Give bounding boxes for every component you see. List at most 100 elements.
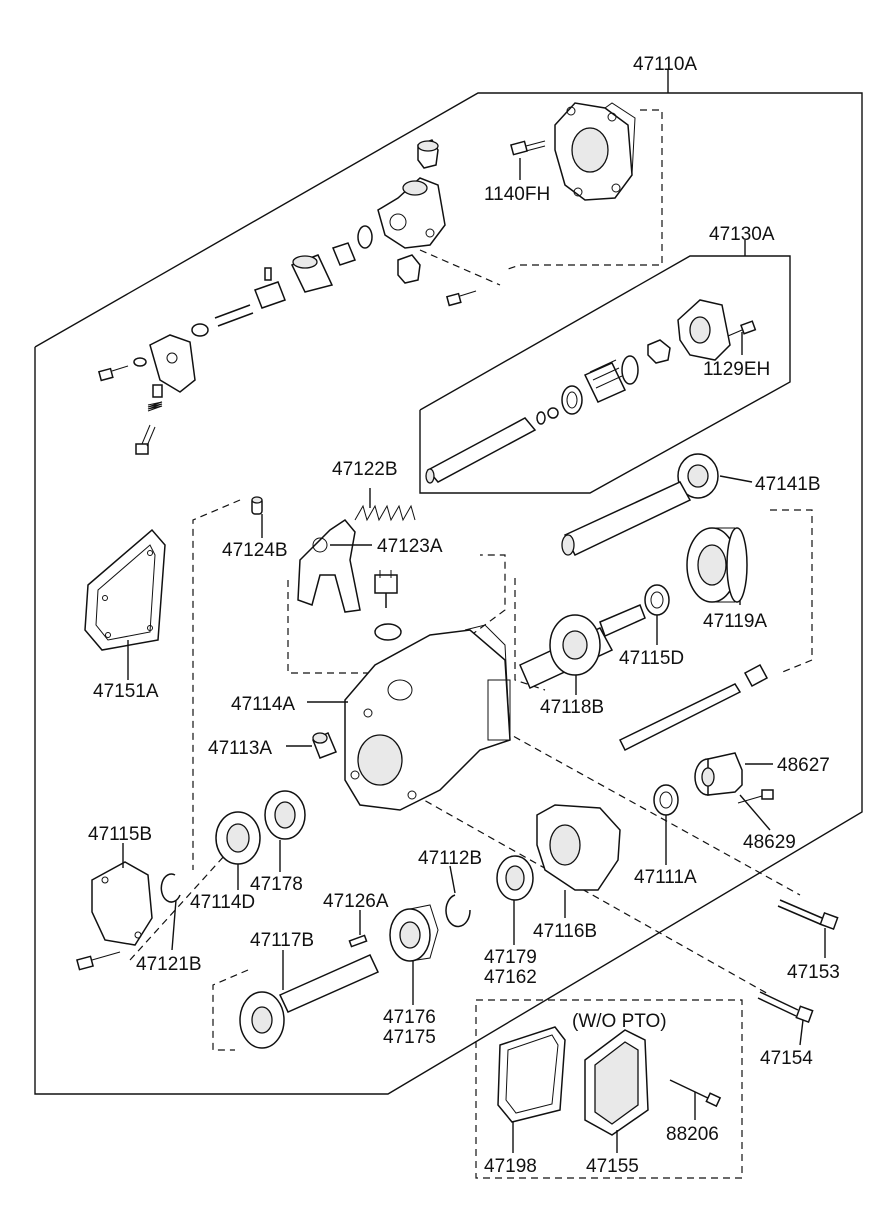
subassembly-frame-47130A	[419, 255, 791, 494]
snap-ring-47112B-icon	[445, 894, 471, 928]
small-bolt-icon	[445, 290, 477, 307]
gear-47141B-icon	[677, 453, 719, 499]
dashed-group-left	[192, 499, 241, 870]
main-shaft-icon	[561, 481, 692, 556]
needle-bearing-47115D-icon	[644, 584, 670, 616]
output-shaft-47117B-icon	[239, 954, 380, 1049]
detent-spring-icon	[147, 384, 163, 412]
shaft-clip-icon	[536, 411, 546, 425]
dashed-group-shaft	[514, 578, 546, 691]
cover-plate-47155-icon	[584, 1029, 649, 1136]
label-47114D: 47114D	[190, 892, 255, 913]
bolt-88206-icon	[669, 1079, 722, 1108]
bolt-1140FH-icon	[510, 140, 546, 156]
valve-body-icon	[377, 177, 446, 249]
label-47115B: 47115B	[88, 824, 152, 845]
label-47179: 47179	[484, 947, 537, 968]
cylinder-sleeve-icon	[290, 254, 334, 293]
label-47111A: 47111A	[634, 867, 697, 888]
shift-rod-icon	[618, 683, 742, 752]
label-47162: 47162	[484, 967, 537, 988]
label-47178: 47178	[250, 874, 303, 895]
seal-ring-icon	[621, 355, 639, 385]
label-47115D: 47115D	[619, 648, 684, 669]
shift-fork-47123A-icon	[297, 519, 361, 613]
gear-shaft-47118B-icon	[519, 604, 646, 690]
label-47155: 47155	[586, 1156, 639, 1177]
centerline-bolt-47154	[414, 794, 771, 996]
nut-icon	[647, 339, 671, 364]
label-without-pto: (W/O PTO)	[572, 1011, 667, 1032]
bearing-47114D-icon	[215, 811, 261, 865]
top-cover-housing-icon	[554, 102, 636, 201]
shift-lever-bracket-icon	[149, 334, 196, 393]
cylinder-cover-icon	[677, 299, 731, 361]
bolt-1129EH-icon	[727, 320, 757, 337]
label-47154: 47154	[760, 1048, 813, 1069]
label-47122B: 47122B	[332, 459, 398, 480]
label-47119A: 47119A	[703, 611, 767, 632]
coupling-sleeve-47119A-icon	[686, 527, 748, 603]
label-47175: 47175	[383, 1027, 436, 1048]
label-47113A: 47113A	[208, 738, 272, 759]
seal-47111A-icon	[653, 784, 679, 816]
seal-washer-icon	[374, 623, 402, 641]
bearing-47178-icon	[264, 790, 306, 840]
seal-retainer-48627-icon	[694, 752, 743, 796]
transfer-case-47114A-icon	[344, 624, 511, 811]
label-48629: 48629	[743, 832, 796, 853]
end-cover-47115B-icon	[91, 861, 153, 946]
label-1129EH: 1129EH	[703, 359, 770, 380]
bolt-48629-icon	[737, 789, 774, 804]
bearing-housing-47116B-icon	[536, 804, 621, 891]
dashed-group-output	[212, 969, 249, 1051]
label-47116B: 47116B	[533, 921, 597, 942]
label-47151A: 47151A	[93, 681, 159, 702]
bolt-47154-icon	[757, 991, 814, 1023]
label-47114A: 47114A	[231, 694, 295, 715]
label-47198: 47198	[484, 1156, 537, 1177]
bushing-icon	[561, 385, 583, 415]
dashed-group-top	[504, 109, 663, 271]
bearing-47179-icon	[496, 855, 534, 901]
label-47110A: 47110A	[633, 54, 697, 75]
valve-plug-icon	[397, 254, 421, 284]
gasket-47151A-icon	[84, 528, 166, 651]
pin-47124B-icon	[251, 496, 263, 515]
label-47141B: 47141B	[755, 474, 821, 495]
switch-sensor-icon	[374, 570, 398, 608]
label-47123A: 47123A	[377, 536, 443, 557]
snap-ring-47121B-icon	[160, 873, 181, 903]
cover-bolt-icon	[76, 951, 121, 971]
label-47118B: 47118B	[540, 697, 604, 718]
screw-icon	[97, 365, 129, 382]
label-88206: 88206	[666, 1124, 719, 1145]
label-47126A: 47126A	[323, 891, 389, 912]
shift-shaft-icon	[425, 417, 537, 484]
label-47117B: 47117B	[250, 930, 314, 951]
without-pto-box	[475, 999, 743, 1179]
shift-rod-coupler-icon	[191, 281, 286, 337]
small-washer-icon	[133, 357, 147, 367]
label-47176: 47176	[383, 1007, 436, 1028]
centerline-bolt-47153	[429, 689, 801, 896]
gasket-47198-icon	[497, 1026, 566, 1123]
dashed-group-right	[770, 509, 813, 674]
pin-icon	[264, 267, 272, 281]
label-48627: 48627	[777, 755, 830, 776]
bolt-47153-icon	[777, 899, 839, 930]
piston-spring-icon	[583, 359, 627, 403]
label-47153: 47153	[787, 962, 840, 983]
plunger-icon	[332, 242, 356, 266]
ball-icon	[547, 407, 559, 419]
label-47121B: 47121B	[136, 954, 202, 975]
key-47126A-icon	[348, 934, 368, 948]
shift-spring-47122B-icon	[354, 504, 416, 522]
detent-bolt-icon	[135, 424, 156, 455]
main-assembly-frame	[34, 92, 863, 1095]
leader-lines	[122, 158, 826, 1153]
centerline-top	[419, 249, 501, 286]
label-1140FH: 1140FH	[484, 184, 550, 205]
